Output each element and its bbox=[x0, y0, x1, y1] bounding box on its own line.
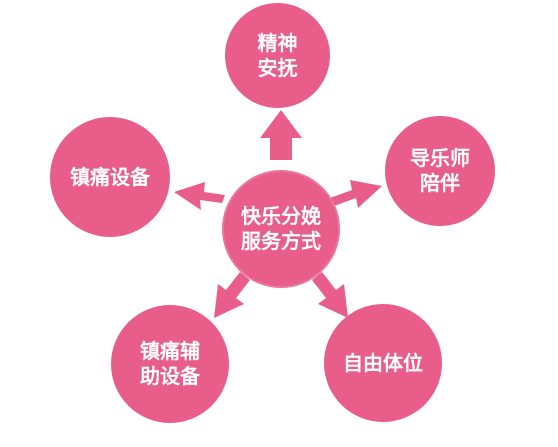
node-top-label: 精神 安抚 bbox=[257, 30, 298, 80]
center-node: 快乐分娩 服务方式 bbox=[222, 170, 340, 288]
center-node-label: 快乐分娩 服务方式 bbox=[241, 204, 321, 253]
node-bottom-right: 自由体位 bbox=[324, 304, 442, 422]
node-right: 导乐师 陪伴 bbox=[385, 116, 495, 226]
arrow-down-left bbox=[214, 272, 250, 318]
node-right-label: 导乐师 陪伴 bbox=[410, 146, 470, 195]
arrow-down-right bbox=[312, 272, 348, 318]
node-bottom-right-label: 自由体位 bbox=[343, 350, 423, 375]
node-left-label: 镇痛设备 bbox=[70, 164, 150, 189]
node-top: 精神 安抚 bbox=[225, 3, 330, 108]
arrow-up bbox=[260, 110, 302, 160]
node-left: 镇痛设备 bbox=[50, 117, 170, 237]
node-bottom-left-label: 镇痛辅 助设备 bbox=[140, 339, 200, 388]
arrow-right bbox=[330, 180, 382, 208]
arrow-left bbox=[174, 182, 225, 210]
node-bottom-left: 镇痛辅 助设备 bbox=[111, 305, 229, 423]
